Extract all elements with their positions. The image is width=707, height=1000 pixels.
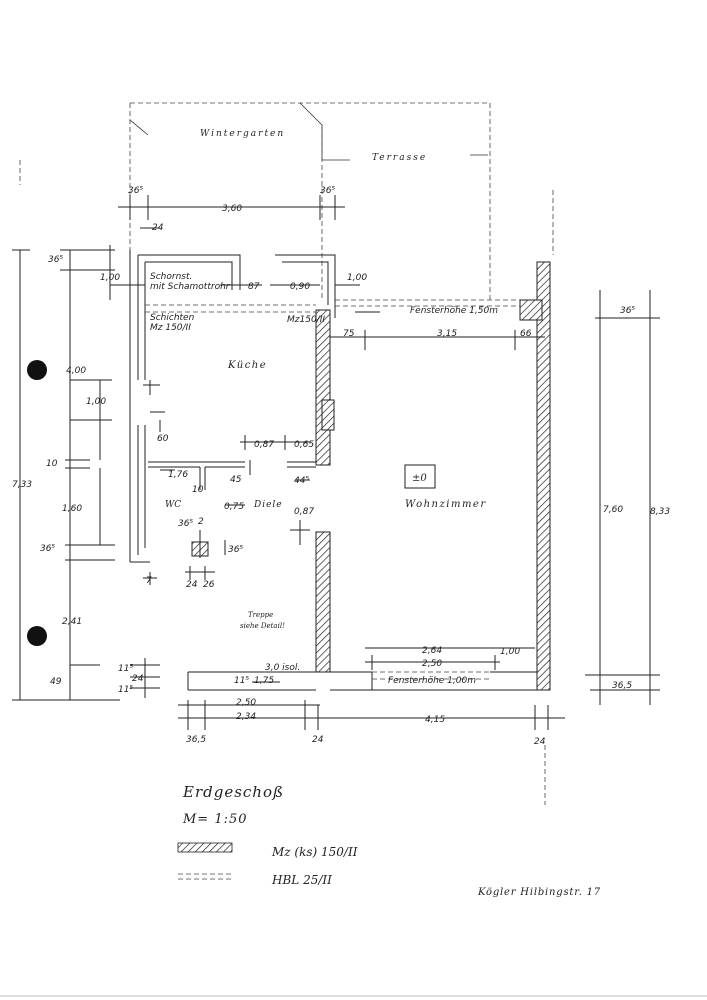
dim-090: 0,90	[290, 282, 310, 292]
note-fensterhoehe-bottom: Fensterhöhe 1,00m	[388, 676, 476, 686]
dim-087b: 0,87	[294, 507, 314, 517]
wintergarten-outline	[129, 102, 491, 300]
drawing-title: Erdgeschoß	[182, 783, 284, 801]
dim-right-365: 36,5	[612, 681, 632, 691]
legend-label-mz: Mz (ks) 150/II	[271, 845, 358, 859]
room-label-kueche: Küche	[227, 360, 267, 371]
note-schichten: Schichten	[150, 313, 195, 323]
dim-top-360: 3,60	[222, 204, 242, 214]
legend: Mz (ks) 150/II HBL 25/II	[177, 842, 358, 887]
dim-top-24: 24	[152, 223, 164, 233]
dim-250: 2,50	[422, 659, 442, 669]
note-fensterhoehe-top: Fensterhöhe 1,50m	[410, 306, 498, 316]
dimension-lines	[12, 195, 660, 730]
legend-swatch-hatched	[177, 842, 233, 853]
dim-087: 0,87	[254, 440, 274, 450]
room-label-wohnzimmer: Wohnzimmer	[405, 499, 487, 510]
dim-left-365-mid: 36⁵	[40, 544, 55, 554]
dim-445: 44⁵	[294, 476, 309, 486]
dim-left-733: 7,33	[12, 480, 32, 490]
dim-065: 0,65	[294, 440, 314, 450]
dim-315: 3,15	[437, 329, 457, 339]
dim-10b: 10	[192, 485, 204, 495]
drawing-scale: M= 1:50	[182, 812, 248, 827]
dim-7: 7	[146, 576, 152, 586]
dim-bottom-24r: 24	[534, 737, 546, 747]
dim-left-400: 4,00	[66, 366, 86, 376]
dim-left-10: 10	[46, 459, 58, 469]
dim-right-833: 8,33	[650, 507, 670, 517]
note-schornstein-sub: mit Schamottrohr	[150, 282, 231, 292]
dim-115b: 11⁵	[118, 685, 133, 695]
dim-left-160: 1,60	[62, 504, 82, 514]
dim-115c: 11⁵	[234, 676, 249, 686]
dim-bottom-365: 36,5	[186, 735, 206, 745]
room-label-terrasse: Terrasse	[372, 153, 427, 163]
room-label-wc: WC	[165, 500, 181, 510]
dim-365-wc: 36⁵	[178, 519, 193, 529]
dim-87: 87	[248, 282, 260, 292]
room-label-treppe: Treppe	[248, 611, 273, 619]
room-label-wintergarten: Wintergarten	[200, 129, 285, 139]
dim-bottom-415: 4,15	[425, 715, 445, 725]
note-schichten-sub: Mz 150/II	[150, 323, 191, 333]
dim-bottom-250: 2,50	[236, 698, 256, 708]
dim-176: 1,76	[168, 470, 188, 480]
dim-45: 45	[230, 475, 242, 485]
dim-right-760: 7,60	[603, 505, 623, 515]
dim-left-241: 2,41	[62, 617, 82, 627]
dim-100c: 1,00	[500, 647, 520, 657]
punch-hole-top	[27, 360, 47, 380]
dim-24-small: 24	[186, 580, 198, 590]
dim-bottom-234: 2,34	[236, 712, 256, 722]
punch-hole-bottom	[27, 626, 47, 646]
dim-left-49: 49	[50, 677, 62, 687]
dim-top-365-left: 36⁵	[128, 186, 143, 196]
note-isol: 3,0 isol.	[265, 663, 300, 673]
dim-26-small: 26	[203, 580, 215, 590]
dim-75: 75	[343, 329, 355, 339]
room-label-treppe-note: siehe Detail!	[240, 622, 285, 630]
dim-115a: 11⁵	[118, 664, 133, 674]
dim-2x: 2	[198, 517, 204, 527]
dim-bottom-24: 24	[312, 735, 324, 745]
dim-365-right: 36⁵	[620, 306, 635, 316]
dim-left-365-top: 36⁵	[48, 255, 63, 265]
walls	[129, 250, 551, 691]
dim-075: 0,75	[224, 502, 244, 512]
dim-175: 1,75	[254, 676, 274, 686]
dim-100b: 1,00	[347, 273, 367, 283]
dim-66: 66	[520, 329, 532, 339]
signature: Kögler Hilbingstr. 17	[477, 887, 601, 898]
legend-label-hbl: HBL 25/II	[271, 873, 332, 887]
note-mz-small: Mz150/II	[287, 315, 325, 325]
dim-60: 60	[157, 434, 169, 444]
dim-24b: 24	[132, 674, 144, 684]
note-schornstein: Schornst.	[150, 272, 192, 282]
room-label-diele: Diele	[253, 500, 283, 510]
level-marker: ±0	[412, 473, 427, 484]
dim-100a: 1,00	[100, 273, 120, 283]
dim-365-wc2: 36⁵	[228, 545, 243, 555]
dim-top-365-right: 36⁵	[320, 186, 335, 196]
dim-left-100: 1,00	[86, 397, 106, 407]
dim-264: 2,64	[422, 646, 442, 656]
